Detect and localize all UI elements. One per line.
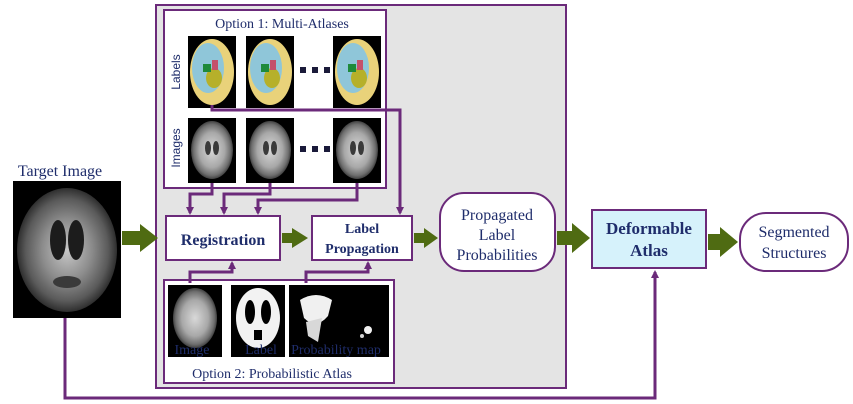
purple-connectors — [63, 105, 659, 400]
target-image-label: Target Image — [18, 163, 102, 180]
option1-title: Option 1: Multi-Atlases — [215, 17, 349, 32]
target-image-thumb — [13, 181, 121, 318]
registration-text: Registration — [181, 232, 266, 249]
registration-box — [165, 215, 281, 261]
labels-row-label: Labels — [169, 54, 183, 89]
arrow-propagation-to-probabilities — [414, 228, 438, 248]
label-atlas-2 — [246, 36, 294, 108]
segmented-line2: Structures — [762, 245, 827, 262]
label-propagation-box — [311, 215, 413, 261]
labels-to-propagation — [210, 105, 404, 215]
prob-image-to-registration — [188, 261, 236, 283]
label-propagation-line2: Propagation — [325, 242, 399, 257]
option2-title: Option 2: Probabilistic Atlas — [192, 367, 352, 382]
propagated-line2: Label — [479, 227, 516, 244]
image3-to-registration — [254, 183, 359, 215]
image2-to-registration — [220, 183, 272, 215]
image-atlas-2 — [246, 118, 294, 183]
image-atlas-3 — [333, 118, 381, 183]
deformable-atlas-box — [591, 209, 707, 269]
propagated-line3: Probabilities — [457, 247, 538, 264]
prob-image-caption: Image — [175, 343, 210, 358]
propagated-box — [439, 192, 556, 272]
segmented-line1: Segmented — [758, 224, 829, 241]
arrow-atlas-to-segmented — [708, 227, 738, 257]
prob-image-thumb — [168, 285, 222, 357]
label-dots — [300, 67, 330, 73]
prob-label-thumb — [231, 285, 285, 357]
image-dots — [300, 146, 330, 152]
label-atlas-3 — [333, 36, 381, 108]
image1-to-registration — [186, 183, 214, 215]
propagated-line1: Propagated — [461, 207, 533, 224]
arrow-registration-to-propagation — [282, 228, 308, 248]
segmented-box — [739, 212, 849, 272]
prob-label-caption: Label — [245, 343, 277, 358]
prob-map-caption: Probability map — [291, 343, 381, 358]
deformable-atlas-line2: Atlas — [630, 241, 668, 260]
images-row-label: Images — [169, 128, 183, 167]
arrow-target-to-registration — [122, 224, 158, 252]
image-atlas-1 — [188, 118, 236, 183]
green-arrows — [122, 223, 738, 257]
label-propagation-line1: Label — [345, 222, 379, 237]
prob-map-thumb — [289, 285, 389, 357]
arrow-probabilities-to-atlas — [557, 223, 590, 253]
label-atlas-1 — [188, 36, 236, 108]
deformable-atlas-line1: Deformable — [606, 219, 692, 238]
prob-map-to-propagation — [304, 261, 372, 283]
target-to-atlas — [63, 270, 659, 400]
